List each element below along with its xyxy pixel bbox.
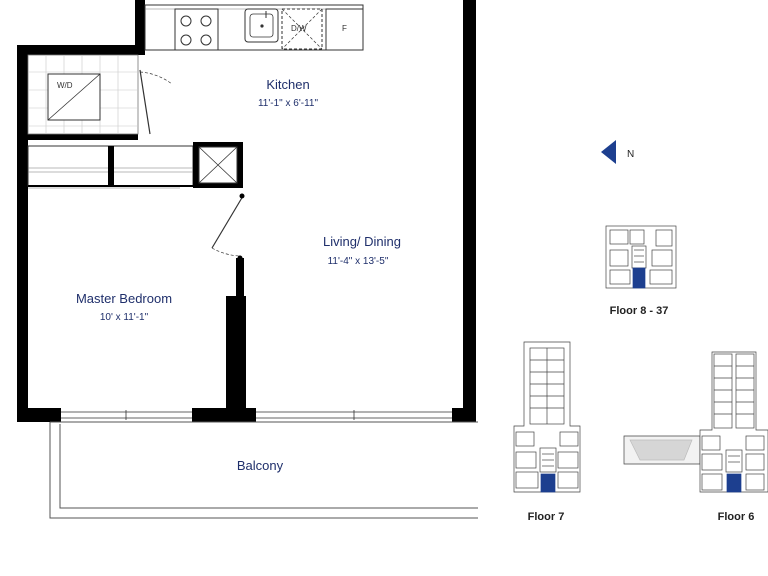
balcony-name: Balcony xyxy=(237,458,284,473)
laundry-closet: W/D xyxy=(27,54,173,135)
dishwasher-label: D/W xyxy=(291,24,307,33)
compass: N xyxy=(601,140,634,164)
room-labels: Kitchen 11'-1" x 6'-11" Living/ Dining 1… xyxy=(76,77,401,473)
bedroom-dims: 10' x 11'-1" xyxy=(100,312,149,323)
bedroom-name: Master Bedroom xyxy=(76,291,172,306)
fridge-label: F xyxy=(342,24,347,33)
kitchen-name: Kitchen xyxy=(266,77,309,92)
floor-7-label: Floor 7 xyxy=(528,511,565,523)
cooktop xyxy=(174,8,219,51)
living-dims: 11'-4" x 13'-5" xyxy=(328,256,389,267)
key-plan-floor-8-37 xyxy=(605,225,677,289)
floor-8-37-label: Floor 8 - 37 xyxy=(610,305,669,317)
living-name: Living/ Dining xyxy=(323,234,401,249)
fridge xyxy=(325,8,364,51)
kitchen-counter: D/W F xyxy=(144,4,364,51)
unit-walls xyxy=(17,0,476,422)
north-arrow-icon xyxy=(601,140,616,164)
bedroom-door xyxy=(211,193,245,261)
key-plan-floor-7 xyxy=(513,341,581,493)
compass-label: N xyxy=(627,149,634,160)
washer-dryer-label: W/D xyxy=(57,81,73,90)
bedroom-closet xyxy=(27,145,194,189)
kitchen-dims: 11'-1" x 6'-11" xyxy=(258,98,318,109)
floor-6-label: Floor 6 xyxy=(718,511,755,523)
balcony xyxy=(49,421,478,519)
key-plan-floor-6 xyxy=(623,351,768,493)
duct-shaft xyxy=(193,142,243,188)
windows xyxy=(61,410,452,420)
